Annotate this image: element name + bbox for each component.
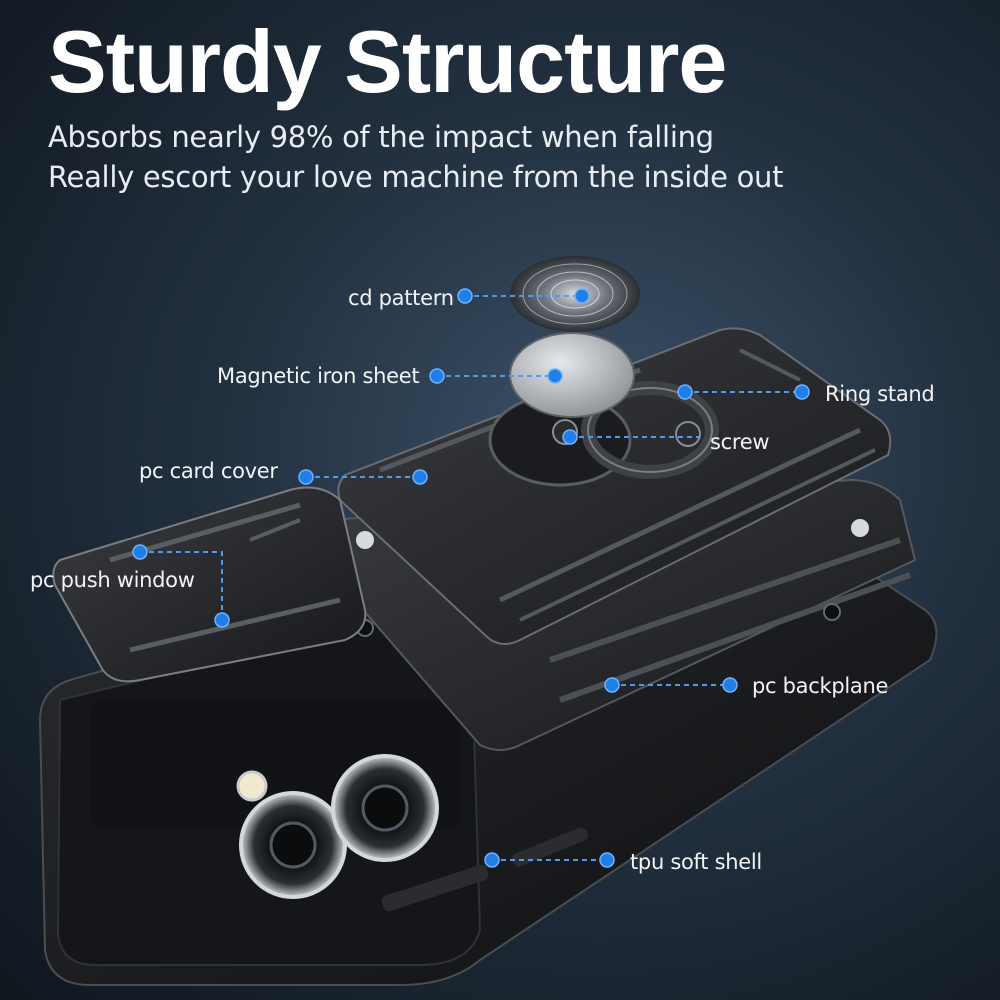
- label-magnetic-iron-sheet: Magnetic iron sheet: [217, 364, 420, 388]
- label-cd-pattern: cd pattern: [348, 286, 454, 310]
- label-pc-push-window: pc push window: [30, 568, 195, 592]
- subtitle-line-1: Absorbs nearly 98% of the impact when fa…: [48, 120, 714, 154]
- label-pc-card-cover: pc card cover: [139, 459, 278, 483]
- callout-dots: [132, 288, 810, 868]
- label-screw: screw: [710, 430, 770, 454]
- label-tpu-soft-shell: tpu soft shell: [630, 850, 762, 874]
- camera-module: [90, 700, 460, 899]
- subtitle-line-2: Really escort your love machine from the…: [48, 160, 784, 194]
- callout-connectors: [140, 295, 802, 861]
- pc-card-cover-part: [337, 327, 892, 645]
- label-ring-stand: Ring stand: [825, 382, 935, 406]
- headline: Sturdy Structure: [48, 12, 727, 111]
- label-pc-backplane: pc backplane: [752, 674, 889, 698]
- ring-stand-part: [488, 381, 719, 487]
